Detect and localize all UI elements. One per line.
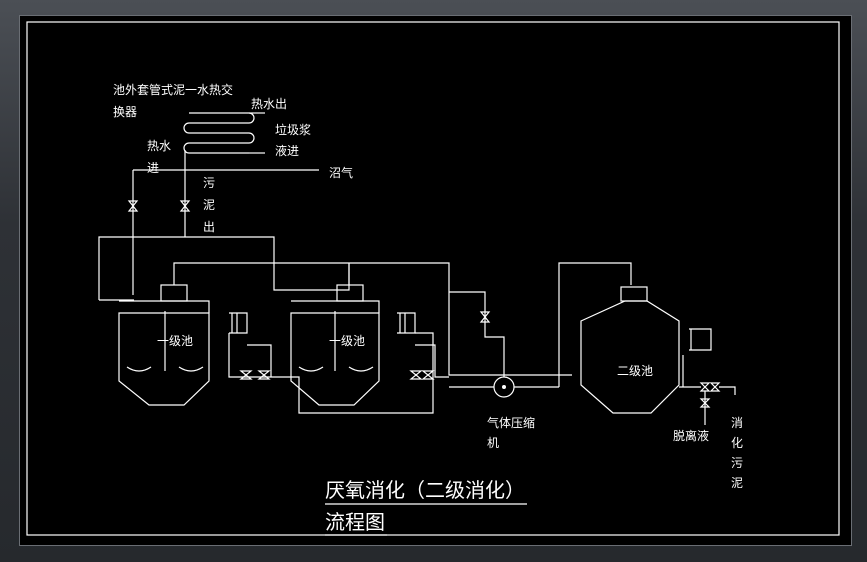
tank1-label: 一级池	[157, 334, 193, 348]
drawing-sheet: 一级池 一级池 二级池	[19, 15, 852, 546]
secondary-tank: 二级池	[580, 286, 712, 414]
digested-2: 化	[731, 436, 743, 450]
gas-compressor	[449, 262, 632, 398]
tank2-label: 一级池	[329, 334, 365, 348]
biogas-label: 沼气	[329, 165, 353, 180]
primary-tank-2: 一级池	[290, 284, 416, 406]
raw-sludge-label-2: 液进	[275, 143, 299, 158]
raw-sludge-label-1: 垃圾浆	[275, 122, 311, 137]
sludge-out-2: 泥	[203, 198, 215, 212]
header-pipe-1	[98, 236, 275, 300]
header-pipe-2	[173, 262, 572, 376]
compressor-label-1: 气体压缩	[487, 415, 535, 430]
digested-3: 污	[731, 456, 743, 470]
sludge-out-3: 出	[203, 220, 215, 234]
digested-4: 泥	[731, 476, 743, 490]
hot-water-out-label: 热水出	[251, 97, 287, 111]
digested-1: 消	[731, 416, 743, 430]
diagram-title-1: 厌氧消化（二级消化）	[325, 478, 525, 502]
valve-2	[179, 200, 191, 212]
valve-1	[127, 200, 139, 212]
supernatant-label: 脱离液	[673, 428, 709, 443]
primary-tank-1: 一级池	[118, 284, 248, 406]
hot-water-in-label-2: 进	[147, 161, 159, 175]
heat-exchanger	[183, 112, 265, 154]
hx-title-1: 池外套管式泥一水热交	[113, 82, 233, 97]
process-flow-diagram: 一级池 一级池 二级池	[26, 21, 840, 536]
diagram-title-2: 流程图	[325, 510, 385, 534]
hx-title-2: 换器	[113, 105, 137, 119]
compressor-label-2: 机	[487, 436, 499, 450]
tank3-label: 二级池	[617, 364, 653, 378]
inner-border	[26, 21, 840, 536]
sludge-out-1: 污	[203, 176, 215, 190]
hot-water-in-label-1: 热水	[147, 139, 171, 153]
